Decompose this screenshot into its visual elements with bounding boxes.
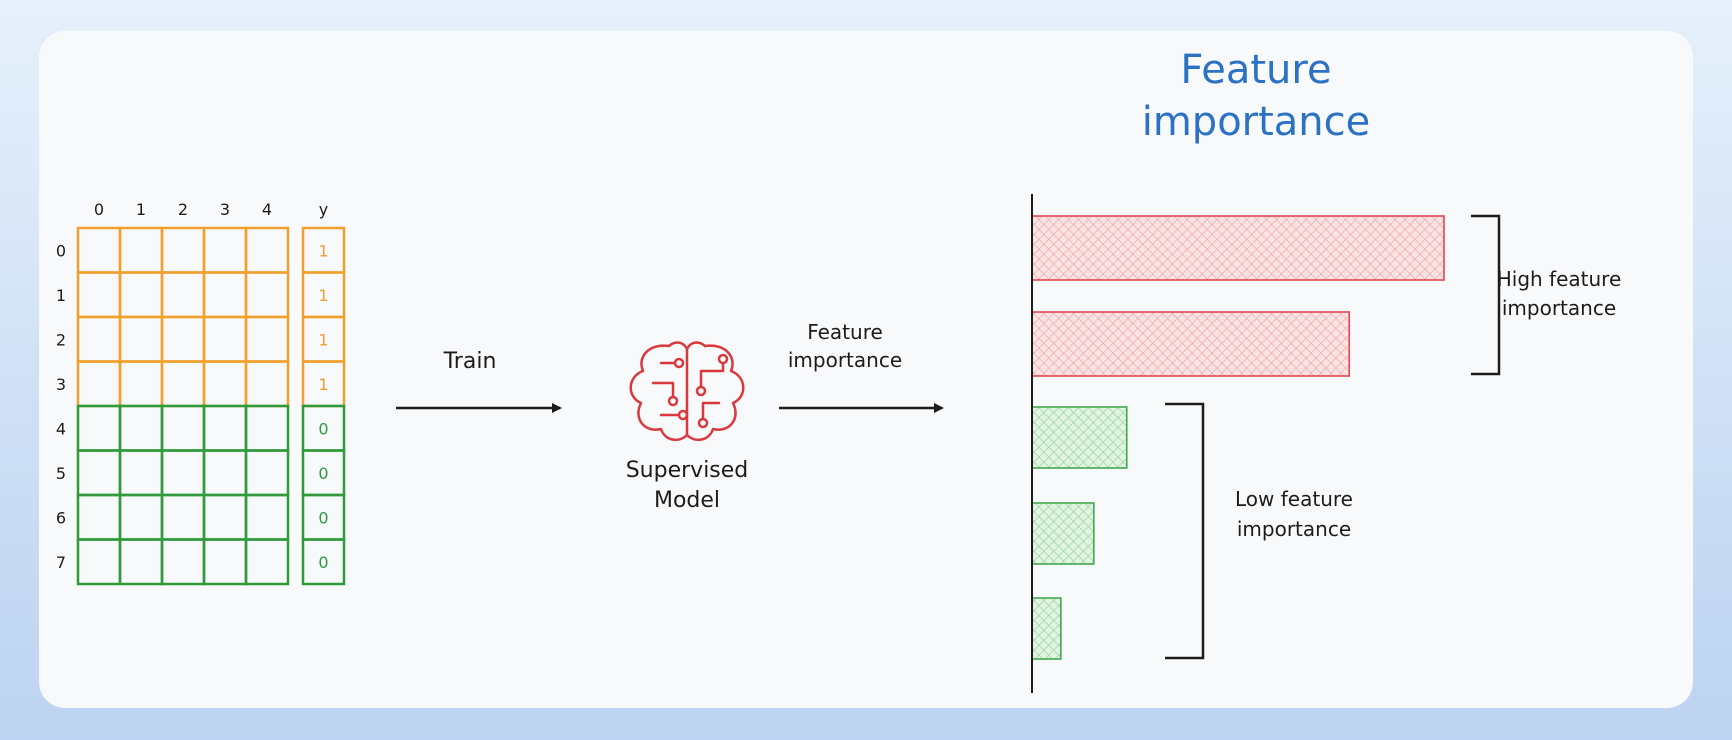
row-label: 7	[56, 553, 66, 572]
matrix-cell	[118, 315, 164, 363]
chart-title-line1: Feature	[1180, 47, 1331, 93]
importance-bar	[1031, 406, 1128, 469]
matrix-cell	[244, 449, 290, 497]
matrix-cell	[118, 271, 164, 319]
high-bracket-label-line1: High feature	[1497, 267, 1622, 291]
column-header: 2	[178, 200, 188, 219]
matrix-cell	[118, 449, 164, 497]
row-label: 1	[56, 286, 66, 305]
row-label: 6	[56, 508, 66, 527]
target-value: 1	[318, 375, 328, 394]
matrix-cell	[160, 360, 206, 408]
model-label-line2: Model	[654, 488, 720, 513]
low-bracket-label-line2: importance	[1237, 517, 1351, 541]
matrix-cell	[202, 360, 248, 408]
target-value: 0	[318, 553, 328, 572]
matrix-cell	[76, 538, 122, 586]
matrix-cell	[202, 404, 248, 452]
matrix-cell	[76, 315, 122, 363]
matrix-cell	[118, 404, 164, 452]
train-label: Train	[443, 349, 497, 374]
matrix-cell	[118, 493, 164, 541]
matrix-cell	[118, 538, 164, 586]
high-importance-bracket	[1471, 214, 1501, 376]
matrix-cell	[202, 538, 248, 586]
importance-arrow-label-line1: Feature	[807, 320, 883, 344]
brain-circuit-icon	[629, 341, 745, 442]
importance-arrow-label-line2: importance	[788, 348, 902, 372]
matrix-cell	[244, 360, 290, 408]
matrix-cell	[244, 404, 290, 452]
target-cell	[301, 538, 346, 586]
matrix-cell	[244, 493, 290, 541]
target-value: 0	[318, 508, 328, 527]
target-column-header: y	[319, 200, 328, 219]
matrix-cell	[118, 360, 164, 408]
importance-bar	[1031, 311, 1351, 377]
matrix-cell	[160, 538, 206, 586]
target-value: 1	[318, 286, 328, 305]
matrix-cell	[118, 226, 164, 274]
matrix-cell	[76, 404, 122, 452]
chart-title-line2: importance	[1142, 99, 1371, 145]
matrix-cell	[76, 449, 122, 497]
importance-bar	[1031, 502, 1095, 565]
matrix-cell	[244, 226, 290, 274]
column-header: 1	[136, 200, 146, 219]
matrix-cell	[160, 315, 206, 363]
importance-bar	[1031, 215, 1445, 281]
diagram-canvas: Feature importance 0 1 2 3 4 y 0 1 1 1 2 1 3 1 4 0 5 0 6 0 7…	[56, 47, 1622, 693]
model-label-line1: Supervised	[626, 458, 749, 483]
matrix-cell	[76, 226, 122, 274]
row-label: 0	[56, 241, 66, 260]
high-bracket-label-line2: importance	[1502, 296, 1616, 320]
low-importance-bracket	[1165, 402, 1205, 660]
matrix-cell	[202, 271, 248, 319]
matrix-cell	[76, 271, 122, 319]
target-value: 1	[318, 330, 328, 349]
matrix-cell	[160, 271, 206, 319]
row-label: 3	[56, 375, 66, 394]
matrix-cell	[160, 226, 206, 274]
row-label: 4	[56, 419, 66, 438]
data-matrix: 0 1 2 3 4 y 0 1 1 1 2 1 3 1 4 0 5 0 6 0 7 0	[56, 200, 346, 586]
low-bracket-label-line1: Low feature	[1235, 487, 1353, 511]
row-label: 2	[56, 330, 66, 349]
importance-bar	[1031, 597, 1062, 660]
matrix-cell	[244, 538, 290, 586]
matrix-cell	[202, 493, 248, 541]
matrix-cell	[160, 449, 206, 497]
column-header: 3	[220, 200, 230, 219]
diagram-card: Feature importance 0 1 2 3 4 y 0 1 1 1 2 1 3 1 4 0 5 0 6 0 7…	[39, 31, 1693, 708]
matrix-cell	[160, 493, 206, 541]
matrix-cell	[244, 271, 290, 319]
matrix-cell	[160, 404, 206, 452]
row-label: 5	[56, 464, 66, 483]
matrix-cell	[76, 360, 122, 408]
matrix-cell	[76, 493, 122, 541]
target-value: 1	[318, 241, 328, 260]
matrix-cell	[202, 449, 248, 497]
importance-bar-chart	[1031, 215, 1445, 660]
matrix-cell	[244, 315, 290, 363]
column-header: 4	[262, 200, 272, 219]
matrix-cell	[202, 315, 248, 363]
target-value: 0	[318, 464, 328, 483]
column-header: 0	[94, 200, 104, 219]
matrix-cell	[202, 226, 248, 274]
target-value: 0	[318, 419, 328, 438]
